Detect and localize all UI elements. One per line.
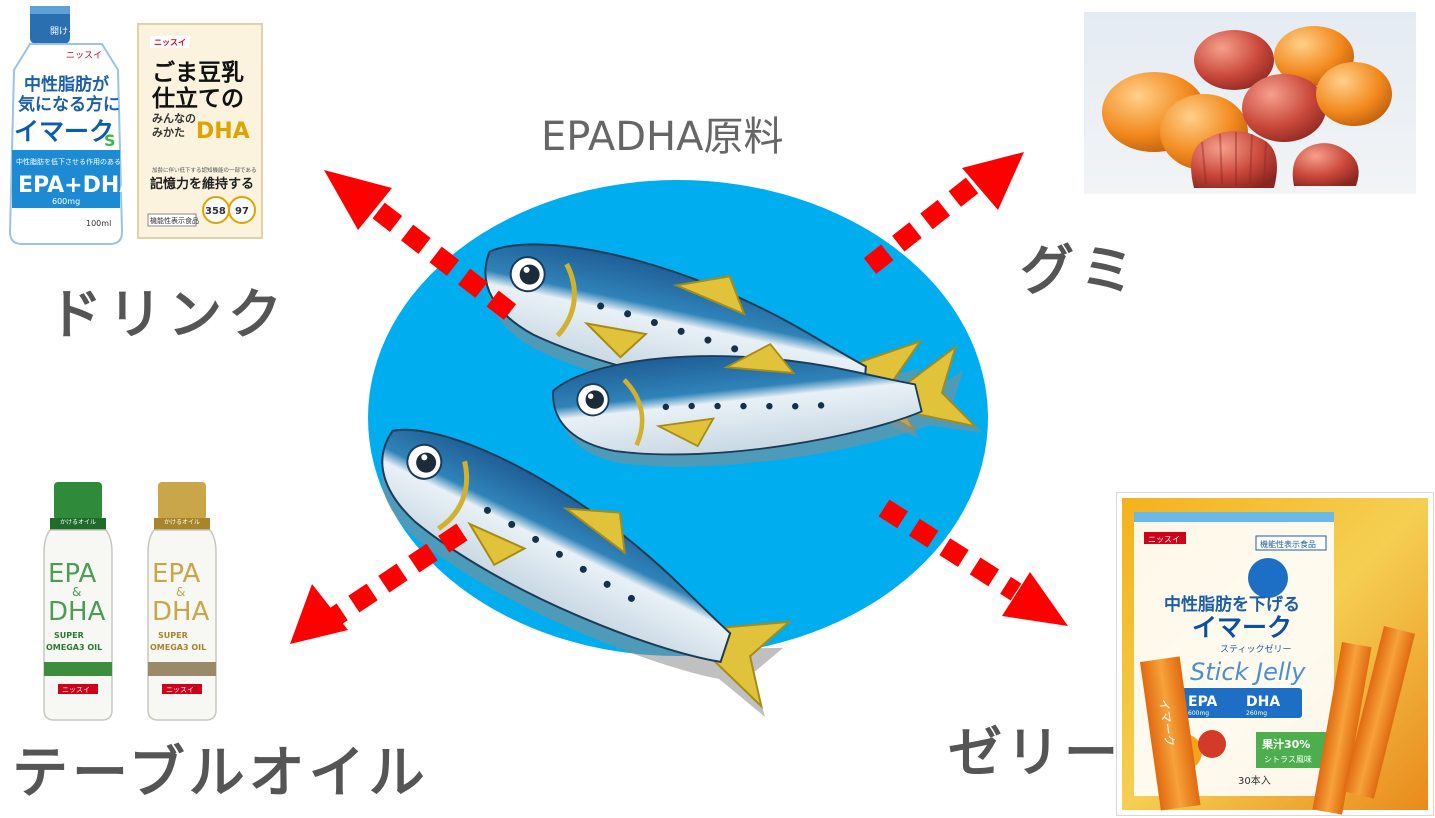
gummy-photo bbox=[1084, 12, 1416, 194]
drink-bottle-cap-text: 開ける bbox=[50, 26, 77, 37]
oil-gold-dha: DHA bbox=[152, 597, 210, 627]
oil-green-brand: ニッスイ bbox=[62, 686, 90, 694]
drink-carton-line2: 仕立ての bbox=[151, 85, 244, 112]
drink-bottle: 開ける ニッスイ 中性脂肪が 気になる方に イマーク S 中性脂肪を低下させる作… bbox=[8, 6, 136, 245]
jelly-fruit-red bbox=[1198, 730, 1226, 758]
oil-green-epa: EPA bbox=[48, 559, 96, 589]
gummy-red-front bbox=[1191, 131, 1277, 188]
jelly-stick-1: イマーク bbox=[1140, 656, 1201, 811]
jelly-flavor: シトラス風味 bbox=[1264, 754, 1312, 764]
drink-bottle-epa-dha: EPA+DHA bbox=[18, 173, 136, 198]
drink-bottle-line2: 気になる方に bbox=[17, 94, 120, 115]
oil-gold-epa: EPA bbox=[152, 559, 200, 589]
oil-green-dha: DHA bbox=[48, 597, 106, 627]
drink-bottle-volume: 100ml bbox=[86, 219, 111, 228]
drink-carton-dha-amount: 358 bbox=[205, 206, 226, 217]
oil-green-line1: SUPER bbox=[54, 631, 84, 640]
gummy-orange-4 bbox=[1316, 62, 1392, 126]
table-oil-label: テーブルオイル bbox=[12, 741, 429, 806]
jelly-brand: ニッスイ bbox=[1148, 535, 1180, 544]
drink-bottle-amount: 600mg bbox=[52, 197, 80, 206]
oil-gold-line1: SUPER bbox=[158, 631, 188, 640]
oil-bottle-green: かけるオイル EPA & DHA SUPER OMEGA3 OIL ニッスイ bbox=[43, 482, 113, 721]
drink-carton-category: 機能性表示食品 bbox=[150, 216, 199, 225]
jelly-category: 機能性表示食品 bbox=[1260, 539, 1316, 549]
table-oil-products: かけるオイル EPA & DHA SUPER OMEGA3 OIL ニッスイ か… bbox=[43, 482, 217, 721]
jelly-count: 30本入 bbox=[1238, 774, 1271, 787]
drink-carton-dha: DHA bbox=[196, 119, 250, 144]
oil-gold-amp: & bbox=[176, 585, 185, 599]
drink-carton-line3: みんなの bbox=[152, 112, 196, 125]
oil-gold-cap-label: かけるオイル bbox=[164, 519, 200, 526]
oil-gold-brand: ニッスイ bbox=[166, 686, 194, 694]
jelly-script: Stick Jelly bbox=[1190, 658, 1306, 686]
jelly-product: ニッスイ 機能性表示食品 中性脂肪を下げる イマーク スティックゼリー Stic… bbox=[1116, 492, 1434, 816]
oil-green-line2: OMEGA3 OIL bbox=[46, 643, 102, 652]
drink-carton: ニッスイ ごま豆乳 仕立ての みんなの みかた DHA 加齢に伴い低下する認知機… bbox=[137, 23, 263, 239]
gummy-red-front-2 bbox=[1292, 143, 1359, 186]
arrow-to-jelly bbox=[878, 499, 1068, 626]
jelly-subname: スティックゼリー bbox=[1220, 643, 1291, 655]
drink-label: ドリンク bbox=[48, 283, 288, 346]
jelly-epa: EPA bbox=[1188, 694, 1218, 710]
drink-bottle-name: イマーク bbox=[14, 117, 114, 146]
oil-green-cap-label: かけるオイル bbox=[60, 519, 96, 526]
jelly-epa-amount: 600mg bbox=[1188, 710, 1209, 717]
drink-carton-claim-small: 加齢に伴い低下する認知機能の一部である bbox=[152, 166, 256, 174]
gummy-red-2 bbox=[1242, 74, 1326, 142]
drink-carton-line1: ごま豆乳 bbox=[152, 59, 244, 86]
jelly-dha: DHA bbox=[1246, 694, 1280, 710]
jelly-label: ゼリー bbox=[948, 721, 1122, 784]
jelly-stick-name-1: イマーク bbox=[1156, 698, 1177, 747]
oil-gold-line2: OMEGA3 OIL bbox=[150, 643, 206, 652]
oil-green-amp: & bbox=[72, 585, 81, 599]
arrow-to-drink bbox=[324, 170, 517, 320]
jelly-dha-amount: 260mg bbox=[1246, 710, 1267, 717]
drink-bottle-suffix: S bbox=[104, 131, 116, 150]
arrow-to-gummy bbox=[863, 152, 1024, 274]
drink-bottle-tagline: 中性脂肪を低下させる作用のある bbox=[16, 157, 121, 166]
jelly-name: イマーク bbox=[1192, 613, 1292, 642]
jelly-stick-2 bbox=[1312, 642, 1372, 815]
drink-carton-line4: みかた bbox=[152, 126, 185, 139]
jelly-juice: 果汁30% bbox=[1261, 737, 1310, 751]
drink-bottle-line1: 中性脂肪が bbox=[24, 74, 109, 95]
drink-carton-claim: 記憶力を維持する bbox=[150, 176, 254, 192]
drink-carton-epa-amount: 97 bbox=[235, 206, 249, 217]
jelly-headline: 中性脂肪を下げる bbox=[1164, 594, 1300, 615]
drink-carton-brand: ニッスイ bbox=[154, 38, 186, 47]
drink-bottle-brand: ニッスイ bbox=[66, 51, 102, 61]
drink-products: 開ける ニッスイ 中性脂肪が 気になる方に イマーク S 中性脂肪を低下させる作… bbox=[8, 6, 263, 245]
oil-bottle-gold: かけるオイル EPA & DHA SUPER OMEGA3 OIL ニッスイ bbox=[147, 482, 217, 721]
gummy-red-1 bbox=[1194, 30, 1274, 90]
gummy-label: グミ bbox=[1020, 239, 1140, 302]
diagram-title: EPADHA原料 bbox=[541, 114, 784, 160]
jelly-stick-3 bbox=[1342, 626, 1416, 799]
arrow-to-table-oil bbox=[290, 523, 468, 644]
